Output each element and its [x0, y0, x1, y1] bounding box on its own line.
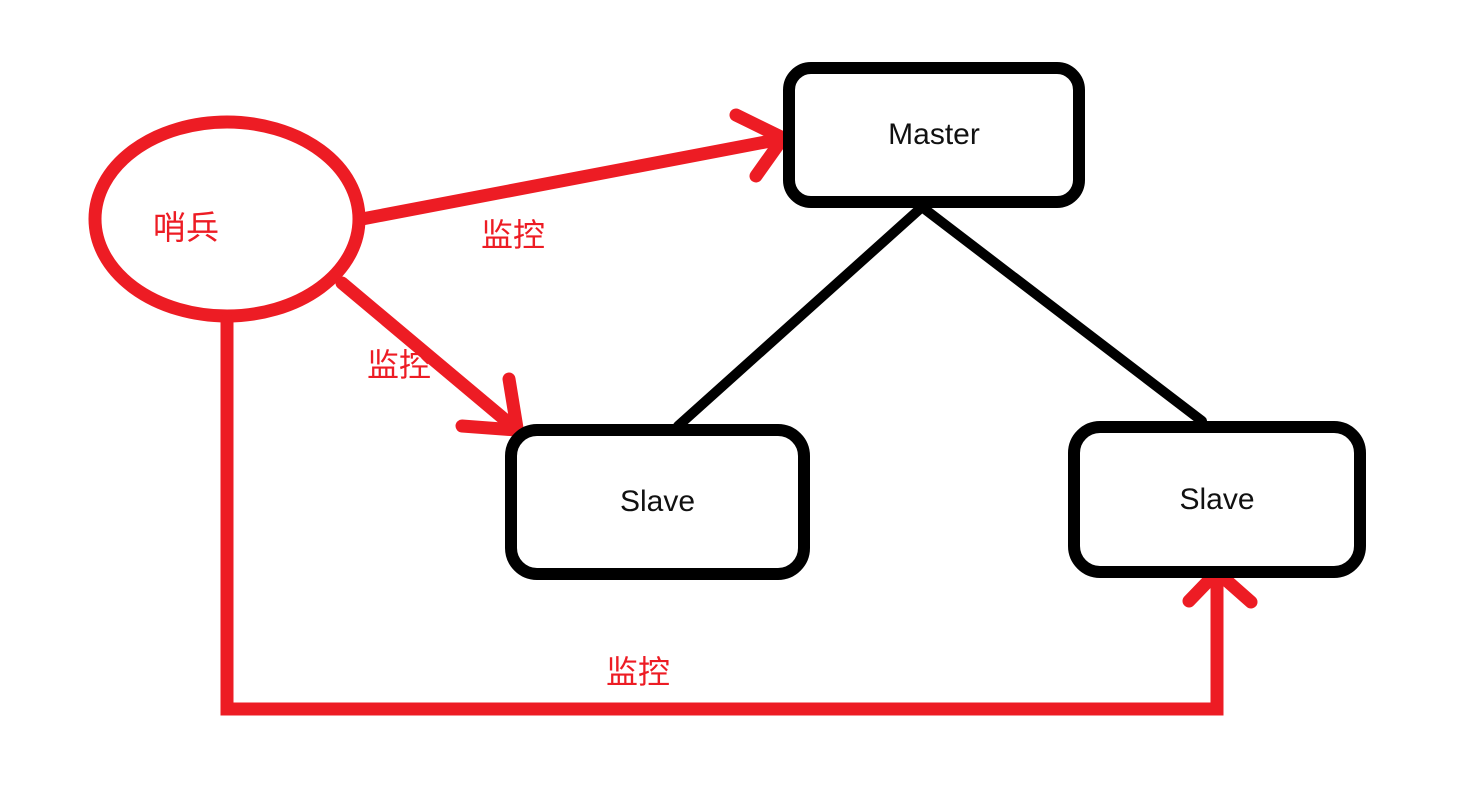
slave-right-node-label: Slave: [1179, 482, 1255, 516]
line-master-to-slave-left: [673, 202, 927, 431]
arrow-sentinel-to-slave-right-shaft: [220, 313, 1224, 716]
master-node-label: Master: [888, 118, 980, 151]
arrow-sentinel-to-slave-left-head: [455, 372, 524, 437]
arrow-sentinel-to-slave-left-shaft: [335, 276, 523, 436]
master-node: Master: [783, 62, 1085, 208]
slave-left-node: Slave: [505, 424, 810, 580]
slave-right-node: Slave: [1068, 421, 1366, 578]
slave-left-node-label: Slave: [619, 485, 696, 518]
line-master-to-slave-right: [917, 202, 1207, 426]
edge-label-monitor-slave-left: 监控: [367, 347, 432, 383]
sentinel-ellipse: [88, 115, 366, 323]
sentinel-node-label: 哨兵: [153, 209, 219, 246]
edge-label-monitor-master: 监控: [481, 217, 546, 253]
arrow-sentinel-to-master-shaft: [355, 132, 788, 226]
edge-label-monitor-slave-right: 监控: [606, 654, 671, 690]
